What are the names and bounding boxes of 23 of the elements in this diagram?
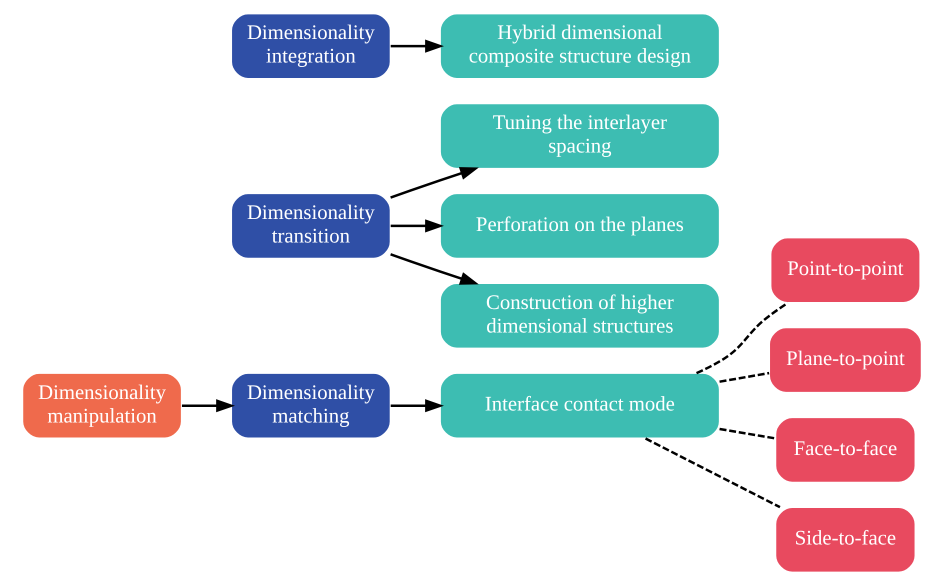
arrow — [390, 219, 444, 233]
node-box: Dimensionality manipulation — [22, 372, 182, 439]
arrow — [390, 167, 479, 199]
node-box: Hybrid dimensional composite structure design — [440, 12, 720, 80]
node-box: Tuning the interlayer spacing — [440, 102, 720, 170]
node-box: Dimensionality transition — [230, 192, 392, 260]
node-box: Point-to-point — [770, 236, 921, 304]
node-box: Interface contact mode — [440, 372, 720, 439]
node-box: Construction of higher dimensional structures — [440, 282, 720, 350]
connector — [719, 428, 776, 440]
connector — [644, 437, 781, 508]
arrow — [390, 253, 479, 285]
node-box: Face-to-face — [774, 416, 916, 484]
node-box: Plane-to-point — [768, 326, 922, 394]
arrow — [390, 40, 444, 53]
node-box: Dimensionality matching — [230, 372, 392, 439]
arrow — [390, 399, 444, 412]
node-box: Side-to-face — [774, 506, 916, 574]
connector — [696, 302, 788, 374]
node-box: Dimensionality integration — [230, 12, 392, 80]
arrow — [182, 399, 235, 412]
connector — [719, 372, 770, 383]
node-box: Perforation on the planes — [440, 192, 720, 260]
